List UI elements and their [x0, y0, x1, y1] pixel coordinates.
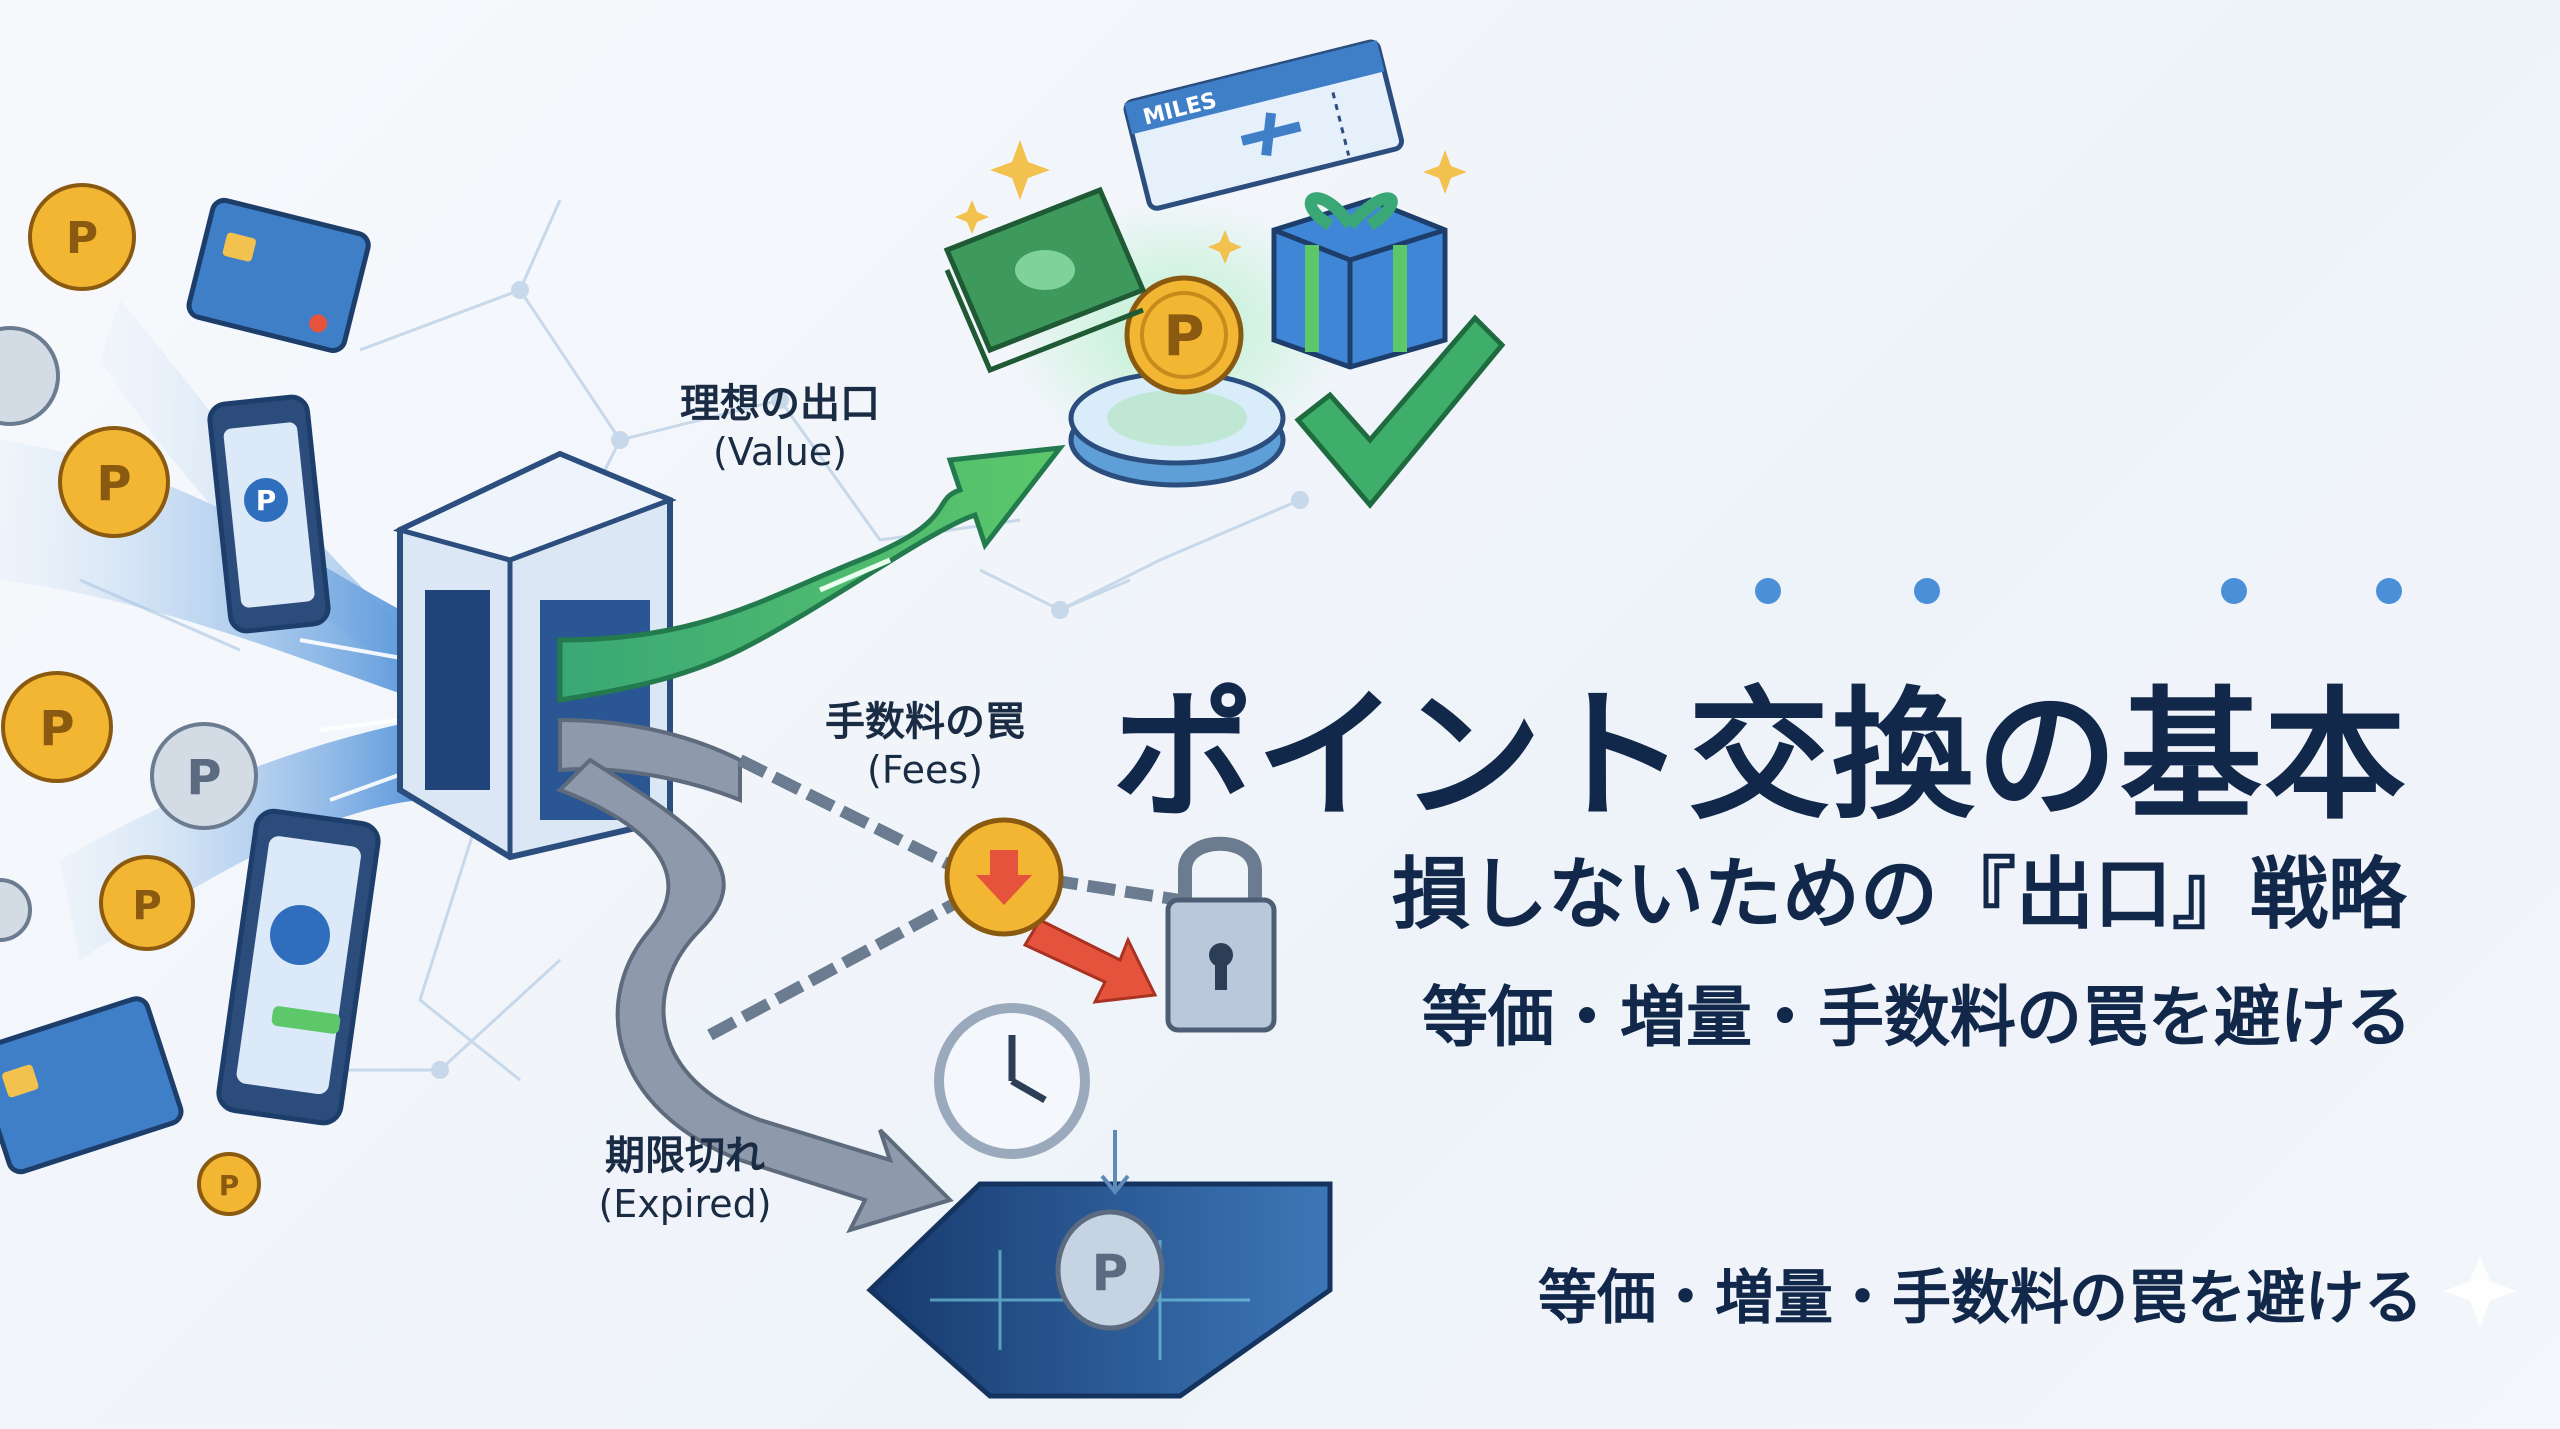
- expired-path-title: 期限切れ: [605, 1133, 765, 1179]
- point-coins: [0, 183, 261, 1216]
- svg-text:P: P: [186, 750, 221, 806]
- phone-icon: [216, 808, 381, 1126]
- svg-text:P: P: [66, 213, 98, 264]
- svg-text:P: P: [1163, 304, 1204, 369]
- checkmark-icon: [1294, 314, 1506, 509]
- vanishing-pad-icon: P: [866, 1130, 1333, 1399]
- coin-letter: P: [256, 484, 277, 517]
- gift-box-icon: [1271, 192, 1448, 370]
- decor-dot: [2376, 578, 2402, 604]
- clock-icon: [934, 1003, 1090, 1159]
- decor-dot: [1914, 578, 1940, 604]
- expired-path-label: 期限切れ (Expired): [570, 1132, 800, 1228]
- sparkle-icon: [2444, 1255, 2516, 1327]
- value-path-english: (Value): [712, 430, 847, 474]
- svg-text:P: P: [1092, 1244, 1129, 1302]
- decor-dot: [1755, 578, 1781, 604]
- svg-text:P: P: [132, 883, 161, 929]
- value-path-title: 理想の出口: [680, 381, 880, 427]
- tagline: 等価・増量・手数料の罠を避ける: [1422, 979, 2412, 1056]
- phone-icon: P: [207, 394, 331, 634]
- fees-path-title: 手数料の罠: [825, 699, 1025, 745]
- loss-arrow-icon: [1022, 918, 1158, 1004]
- credit-card-icon: [0, 996, 184, 1175]
- footer-tagline: 等価・増量・手数料の罠を避ける: [1538, 1263, 2424, 1332]
- page-subtitle: 損しないための『出口』戦略: [1392, 850, 2407, 940]
- svg-text:P: P: [39, 701, 74, 757]
- page-title: ポイント交換の基本: [1112, 674, 2408, 839]
- decor-dot: [2221, 578, 2247, 604]
- lock-icon: [1165, 836, 1277, 1033]
- pedestal-icon: [1068, 370, 1286, 488]
- value-path-label: 理想の出口 (Value): [660, 380, 900, 476]
- sparkle-icon: [955, 140, 1467, 264]
- expired-path-english: (Expired): [598, 1182, 772, 1226]
- credit-card-icon: [186, 197, 371, 353]
- reward-coin-icon: P: [1124, 275, 1244, 395]
- value-arrow: [557, 444, 1066, 703]
- svg-text:P: P: [96, 456, 131, 512]
- cash-stack-icon: [943, 186, 1147, 374]
- chain-icon: [707, 754, 1181, 1041]
- fee-coin-icon: [944, 817, 1064, 937]
- airline-ticket-icon: MILES: [1123, 39, 1405, 211]
- fees-path-english: (Fees): [867, 748, 983, 792]
- fees-path-label: 手数料の罠 (Fees): [795, 698, 1055, 794]
- svg-text:P: P: [219, 1169, 240, 1202]
- expired-path: [556, 757, 954, 1234]
